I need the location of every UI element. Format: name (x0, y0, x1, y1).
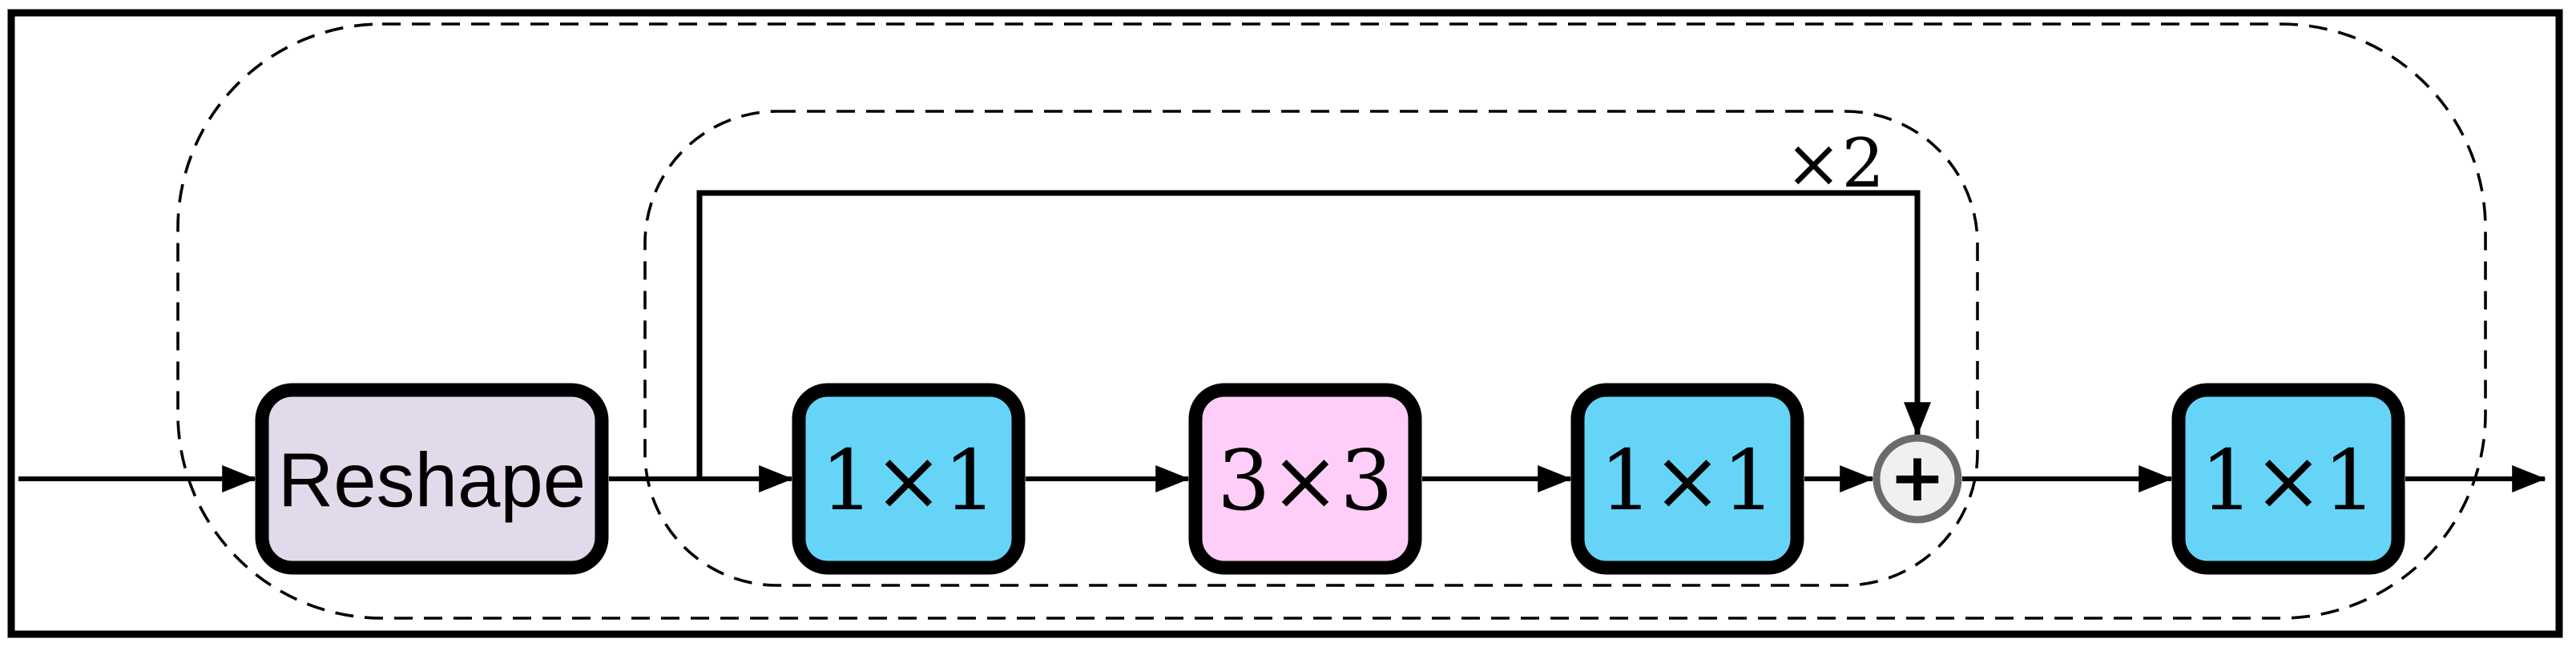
module-boundary-dashed (176, 22, 2487, 620)
residual-block-boundary-dashed (643, 110, 1979, 587)
sum-node-label: + (1889, 438, 1945, 516)
outer-frame (7, 9, 2563, 638)
conv-3x3-block-label: 3×3 (1217, 432, 1393, 529)
repeat-count-label: ×2 (1785, 124, 1885, 203)
conv-1x1-block-a (792, 383, 1026, 575)
conv-1x1-block-c-label: 1×1 (2200, 432, 2376, 529)
conv-1x1-block-b-label: 1×1 (1599, 432, 1775, 529)
reshape-block-label: Reshape (278, 438, 586, 524)
conv-1x1-block-a-label: 1×1 (820, 432, 996, 529)
sum-node-circle (1873, 434, 1962, 524)
conv-1x1-block-b (1570, 383, 1804, 575)
reshape-block (255, 383, 609, 575)
skip-connection-arrow (696, 190, 1931, 479)
conv-1x1-block-c (2171, 383, 2405, 575)
conv-3x3-block (1188, 383, 1422, 575)
